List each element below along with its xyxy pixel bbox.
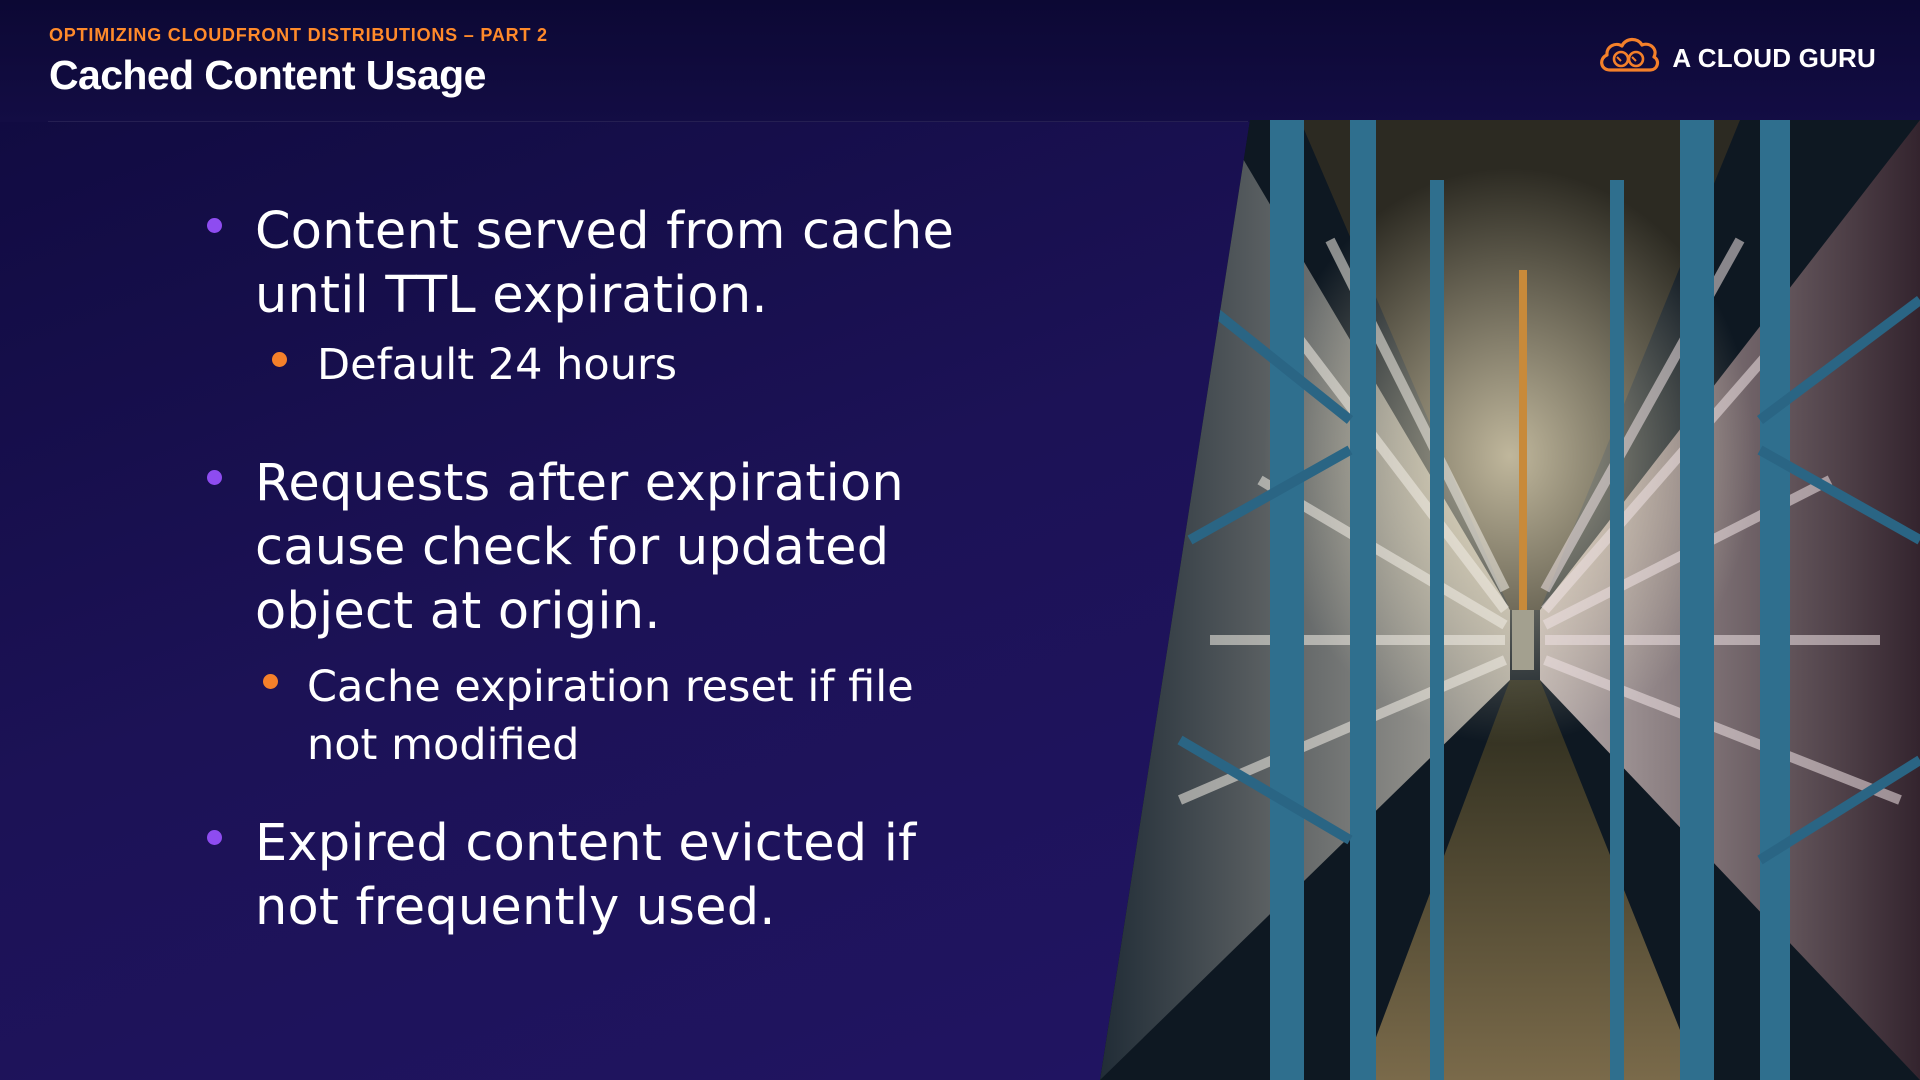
sub-bullet-line: Cache expiration reset if file bbox=[307, 662, 914, 712]
header-divider bbox=[48, 121, 1248, 122]
bullet-line: object at origin. bbox=[255, 582, 661, 641]
sub-bullet-dot bbox=[272, 352, 287, 367]
bullet-dot bbox=[207, 470, 222, 485]
bullet-line: not frequently used. bbox=[255, 878, 776, 937]
sub-bullet-item: Cache expiration reset if file not modif… bbox=[263, 658, 1067, 774]
sub-bullet-item: Default 24 hours bbox=[272, 336, 1057, 394]
bullet-text: Content served from cache until TTL expi… bbox=[255, 200, 1055, 328]
sub-bullet-dot bbox=[263, 674, 278, 689]
bullet-text: Requests after expiration cause check fo… bbox=[255, 452, 1055, 644]
section-kicker: OPTIMIZING CLOUDFRONT DISTRIBUTIONS – PA… bbox=[49, 25, 548, 45]
bullet-dot bbox=[207, 830, 222, 845]
sub-bullet-text: Default 24 hours bbox=[317, 336, 1057, 394]
brand-logo: A CLOUD GURU bbox=[1596, 36, 1876, 80]
bullet-item: Content served from cache until TTL expi… bbox=[207, 200, 1055, 328]
bullet-line: Content served from cache bbox=[255, 202, 955, 261]
bullet-line: Expired content evicted if bbox=[255, 814, 917, 873]
bullet-line: cause check for updated bbox=[255, 518, 890, 577]
sub-bullet-line: not modified bbox=[307, 720, 580, 770]
bullet-dot bbox=[207, 218, 222, 233]
slide-title: Cached Content Usage bbox=[49, 52, 486, 98]
sub-bullet-line: Default 24 hours bbox=[317, 340, 678, 390]
bullet-item: Requests after expiration cause check fo… bbox=[207, 452, 1055, 644]
sub-bullet-text: Cache expiration reset if file not modif… bbox=[307, 658, 1067, 774]
brand-name: A CLOUD GURU bbox=[1672, 42, 1876, 73]
bullet-line: Requests after expiration bbox=[255, 454, 904, 513]
bullet-item: Expired content evicted if not frequentl… bbox=[207, 812, 1055, 940]
bullet-text: Expired content evicted if not frequentl… bbox=[255, 812, 1055, 940]
warehouse-aisle-photo bbox=[1100, 120, 1920, 1080]
header-bar bbox=[0, 0, 1920, 122]
bullet-line: until TTL expiration. bbox=[255, 266, 768, 325]
cloud-logo-icon bbox=[1596, 34, 1662, 82]
